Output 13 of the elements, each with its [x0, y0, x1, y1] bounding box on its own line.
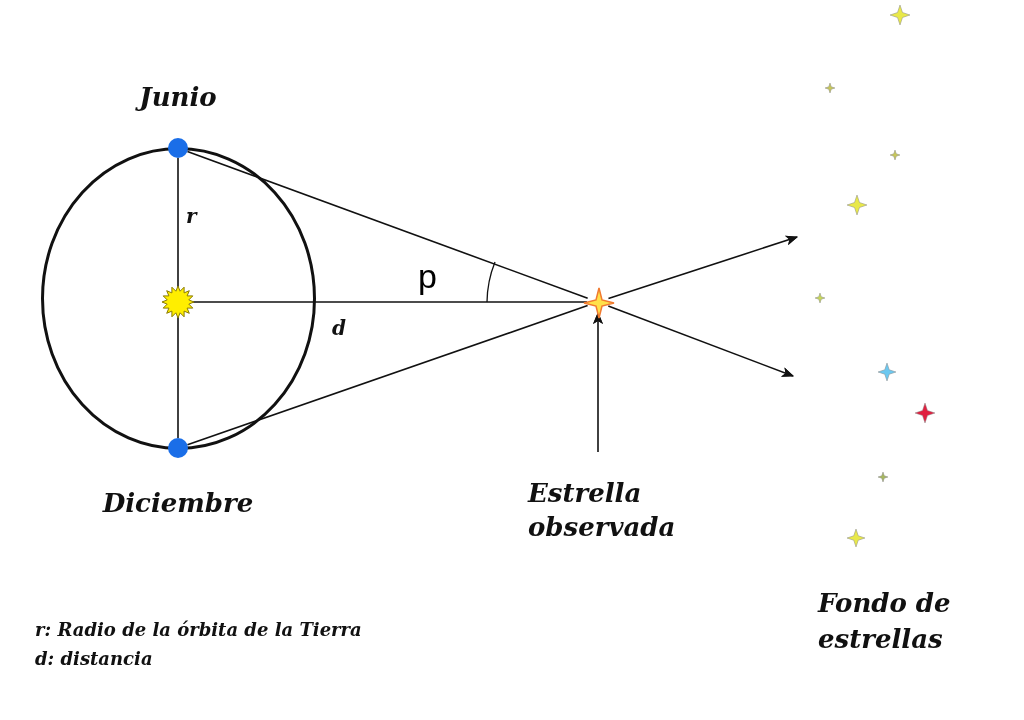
arrow	[607, 305, 794, 377]
angle-label: p	[418, 258, 438, 294]
line	[186, 150, 589, 299]
legend-note: r: Radio de la órbita de la Tierra	[35, 618, 363, 642]
line	[186, 304, 589, 446]
star-label: Estrella observada	[528, 477, 677, 544]
arrow	[607, 235, 798, 300]
month-label: Diciembre	[101, 487, 255, 520]
line	[177, 316, 179, 439]
legend-note: d: distancia	[35, 647, 154, 671]
month-label: Junio	[120, 80, 236, 114]
background-label: Fondo de estrellas	[818, 587, 952, 656]
line	[177, 157, 179, 288]
